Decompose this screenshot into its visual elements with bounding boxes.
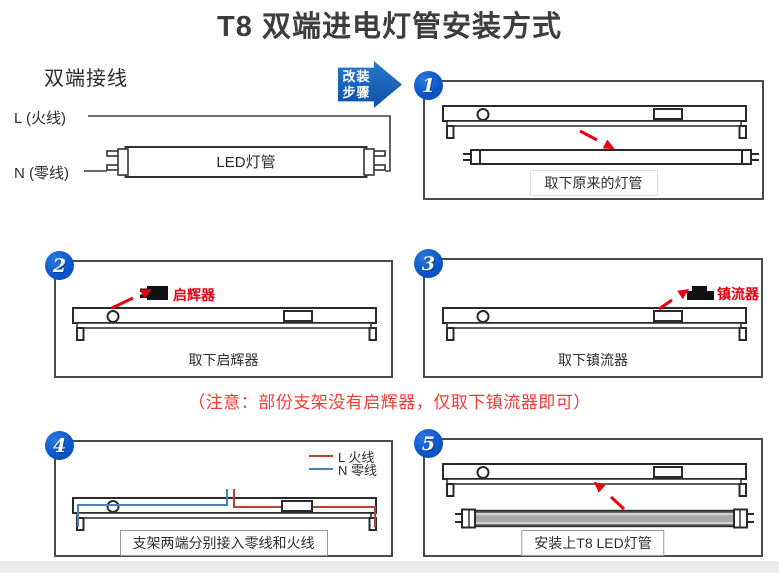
step-caption: 取下启辉器 — [180, 350, 267, 370]
step-number-badge: 4 — [45, 431, 74, 460]
remove-arrow-icon — [593, 481, 626, 511]
starter-hole — [476, 108, 490, 121]
tube-pin — [106, 150, 120, 157]
page-title: T8 双端进电灯管安装方式 — [217, 11, 562, 43]
fixture-drawing — [72, 307, 377, 341]
fixture-drawing — [72, 497, 377, 531]
notice-text: （注意：部份支架没有启辉器，仅取下镇流器即可） — [188, 393, 591, 412]
step2-diagram — [72, 286, 377, 341]
ballast-cover — [653, 310, 683, 322]
remove-arrow-icon — [579, 129, 615, 150]
tube-pin — [106, 164, 120, 171]
ballast-callout-label: 镇流器 — [717, 286, 759, 302]
live-wire-swatch — [308, 455, 333, 457]
tube-endcap — [117, 148, 129, 176]
starter-hole — [106, 500, 120, 513]
step4-diagram — [72, 489, 377, 531]
step-caption: 安装上T8 LED灯管 — [521, 530, 665, 556]
tube-endcap — [363, 148, 375, 176]
panel-step-5: 5 — [414, 429, 763, 557]
step-caption: 支架两端分别接入零线和火线 — [119, 530, 328, 556]
neutral-wire-path — [77, 489, 228, 527]
steps-badge-text: 改装 步骤 — [338, 69, 375, 100]
legend-label: L 火线 — [337, 449, 375, 465]
ballast-cover — [653, 108, 683, 120]
fixture-drawing — [442, 307, 747, 341]
steps-badge-line2: 步骤 — [342, 84, 371, 100]
starter-hole — [476, 466, 490, 479]
step-number-badge: 2 — [45, 251, 74, 280]
neutral-wire-swatch — [308, 468, 333, 470]
ballast-icon — [687, 286, 714, 300]
starter-hole — [106, 310, 120, 323]
panel-step-3: 3 镇流器 取下镇流器 — [414, 249, 763, 378]
wiring-heading: 双端接线 — [44, 68, 128, 90]
remove-arrow-icon — [111, 289, 152, 310]
step-number-badge: 5 — [414, 429, 443, 458]
steps-badge-line1: 改装 — [342, 69, 371, 85]
live-wire-line — [88, 115, 391, 172]
step-number-badge: 3 — [414, 249, 443, 278]
step-caption: 取下镇流器 — [550, 350, 636, 370]
panel-step-4: 4 L 火线 — [45, 431, 393, 557]
legend-item-neutral: N 零线 — [308, 463, 377, 478]
panel-step-1: 1 — [414, 71, 764, 200]
starter-callout-label: 启辉器 — [173, 287, 215, 303]
step1-diagram — [442, 105, 759, 165]
ballast-cover — [281, 500, 313, 512]
fixture-drawing — [442, 105, 747, 139]
legend-item-live: L 火线 — [308, 450, 377, 465]
remove-arrow-icon — [658, 289, 690, 311]
step-caption: 取下原来的灯管 — [529, 170, 658, 196]
legend-label: N 零线 — [337, 462, 377, 478]
wiring-diagram-svg — [84, 115, 391, 178]
step3-diagram — [442, 286, 747, 341]
neutral-wire-label: N (零线) — [14, 165, 69, 182]
ballast-cover — [653, 466, 683, 478]
bottom-strip — [0, 561, 779, 573]
panel-step-2: 2 启辉器 取下启辉器 — [45, 251, 393, 378]
led-tube-label: LED灯管 — [216, 154, 276, 171]
live-wire-label: L (火线) — [14, 110, 66, 127]
ballast-cover — [283, 310, 313, 322]
old-tube-drawing — [463, 149, 759, 165]
led-tube-drawing — [455, 508, 754, 529]
step-number-badge: 1 — [414, 71, 443, 100]
wire-legend: L 火线 N 零线 — [308, 450, 377, 478]
starter-hole — [476, 310, 490, 323]
step5-diagram — [442, 463, 754, 529]
fixture-drawing — [442, 463, 747, 497]
